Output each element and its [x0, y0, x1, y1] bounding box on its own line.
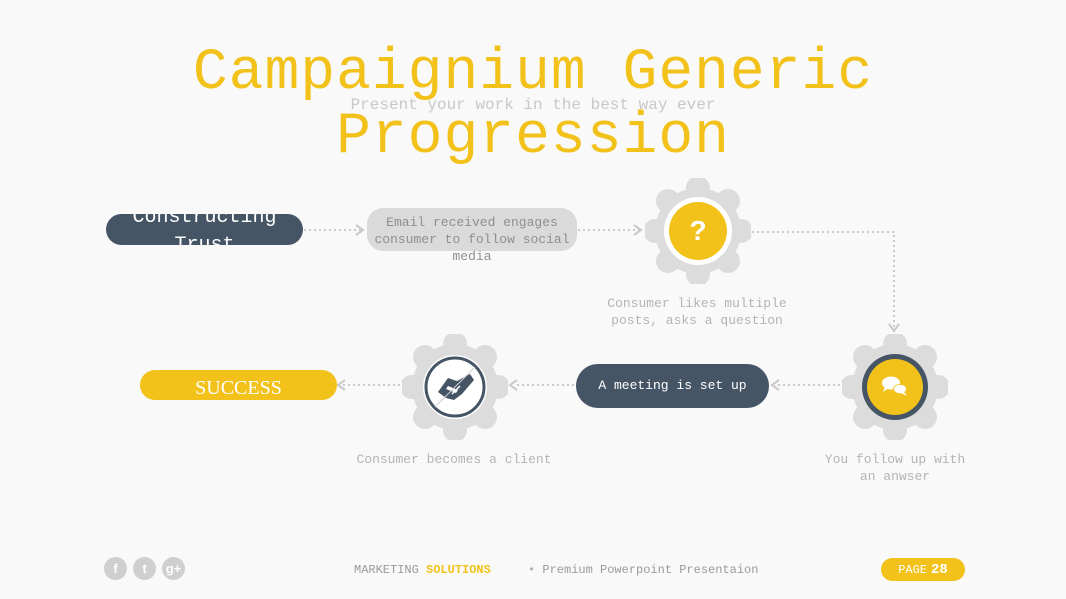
step-success-label: SUCCESS	[195, 377, 282, 399]
step-meeting-label: A meeting is set up	[598, 378, 747, 393]
step-email-received: Email received engages consumer to follo…	[367, 208, 577, 264]
handshake-gear	[402, 334, 508, 440]
question-caption: Consumer likes multiple posts, asks a qu…	[607, 296, 787, 328]
svg-text:?: ?	[689, 215, 706, 246]
page-number: 28	[931, 561, 948, 578]
step-constructing-trust-label: Constructing Trust	[132, 214, 277, 245]
step-meeting: A meeting is set up	[576, 364, 769, 408]
client-caption: Consumer becomes a client	[356, 452, 552, 467]
page-label: PAGE	[898, 562, 927, 577]
step-success: SUCCESS	[140, 370, 337, 400]
page-subtitle: Present your work in the best way ever	[350, 96, 716, 114]
footer-tagline: Premium Powerpoint Presentaion	[542, 563, 759, 577]
facebook-icon[interactable]: f	[104, 557, 127, 580]
google-plus-icon[interactable]: g+	[162, 557, 185, 580]
page-badge: PAGE 28	[881, 558, 965, 581]
footer-brand: MARKETING SOLUTIONS	[354, 563, 491, 577]
followup-caption: You follow up with an anwser	[824, 452, 966, 484]
chat-gear	[842, 334, 948, 440]
footer-brand-part1: MARKETING	[354, 563, 419, 577]
footer-tagline-wrap: • Premium Powerpoint Presentaion	[528, 563, 758, 577]
question-gear: ?	[645, 178, 751, 284]
question-mark-icon: ?	[689, 215, 706, 246]
bullet-dot: •	[528, 563, 536, 577]
chat-bubbles-icon	[882, 376, 907, 396]
step-email-received-label: Email received engages consumer to follo…	[374, 215, 570, 264]
step-constructing-trust: Constructing Trust	[106, 214, 303, 245]
footer-brand-part2: SOLUTIONS	[426, 563, 491, 577]
social-links: f t g+	[104, 557, 185, 580]
twitter-icon[interactable]: t	[133, 557, 156, 580]
page-title: Campaignium Generic Progression	[192, 41, 874, 170]
